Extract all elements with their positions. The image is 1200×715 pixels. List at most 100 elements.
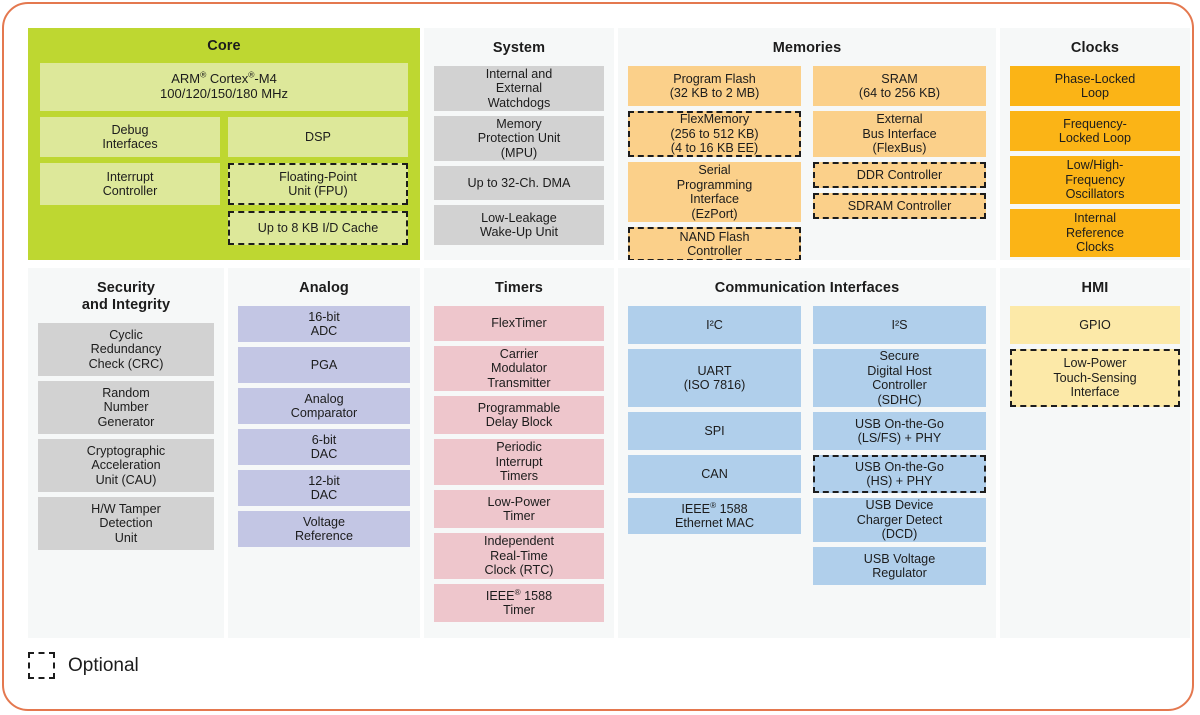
block-frequency-locked-loop-label: Frequency-Locked Loop <box>1058 116 1132 146</box>
block-flexmemory-label: FlexMemory(256 to 512 KB)(4 to 16 KB EE) <box>670 112 759 156</box>
block-uart-label: UART(ISO 7816) <box>683 363 746 393</box>
block-spi: SPI <box>628 412 801 451</box>
block-pga: PGA <box>238 347 410 384</box>
panel-title-memories: Memories <box>772 40 842 56</box>
panel-memories: Memories Program Flash(32 KB to 2 MB) Fl… <box>618 28 996 260</box>
block-dsp-label: DSP <box>305 129 331 144</box>
block-frequency-locked-loop: Frequency-Locked Loop <box>1010 111 1180 152</box>
memories-left-column: Program Flash(32 KB to 2 MB) FlexMemory(… <box>628 66 801 260</box>
block-usb-otg-lsfs-phy: USB On-the-Go(LS/FS) + PHY <box>813 412 986 451</box>
panel-title-system: System <box>492 40 546 56</box>
block-i2c-label: I²C <box>706 317 723 332</box>
panel-title-communication-interfaces: Communication Interfaces <box>714 280 900 296</box>
legend-optional-label: Optional <box>68 654 139 676</box>
block-program-flash: Program Flash(32 KB to 2 MB) <box>628 66 801 107</box>
block-pga-label: PGA <box>310 357 338 372</box>
panel-communication-interfaces: Communication Interfaces I²C UART(ISO 78… <box>618 268 996 638</box>
memories-columns: Program Flash(32 KB to 2 MB) FlexMemory(… <box>628 66 986 260</box>
block-i2s: I²S <box>813 306 986 345</box>
panel-title-hmi: HMI <box>1081 280 1109 296</box>
block-usb-otg-lsfs-phy-label: USB On-the-Go(LS/FS) + PHY <box>855 416 944 446</box>
block-can: CAN <box>628 455 801 494</box>
block-gpio-label: GPIO <box>1079 317 1111 332</box>
block-i2s-label: I²S <box>891 317 908 332</box>
block-sdram-controller-label: SDRAM Controller <box>847 198 952 213</box>
block-dma: Up to 32-Ch. DMA <box>434 166 604 201</box>
block-dma-label: Up to 32-Ch. DMA <box>467 175 571 190</box>
panel-title-clocks: Clocks <box>1070 40 1120 56</box>
block-dsp: DSP <box>228 117 408 158</box>
panel-title-timers: Timers <box>495 280 543 296</box>
block-can-label: CAN <box>701 466 728 481</box>
block-spi-label: SPI <box>704 423 725 438</box>
block-sram: SRAM(64 to 256 KB) <box>813 66 986 107</box>
block-uart: UART(ISO 7816) <box>628 349 801 408</box>
block-usb-otg-hs-phy-label: USB On-the-Go(HS) + PHY <box>855 459 944 489</box>
block-flextimer-label: FlexTimer <box>491 316 547 331</box>
block-i2c: I²C <box>628 306 801 345</box>
block-sdram-controller: SDRAM Controller <box>813 193 986 220</box>
legend-optional: Optional <box>28 652 139 679</box>
dashed-square-swatch-icon <box>28 652 55 679</box>
panel-title-analog: Analog <box>299 280 349 296</box>
block-ddr-controller-label: DDR Controller <box>856 167 943 182</box>
block-flexmemory: FlexMemory(256 to 512 KB)(4 to 16 KB EE) <box>628 111 801 158</box>
